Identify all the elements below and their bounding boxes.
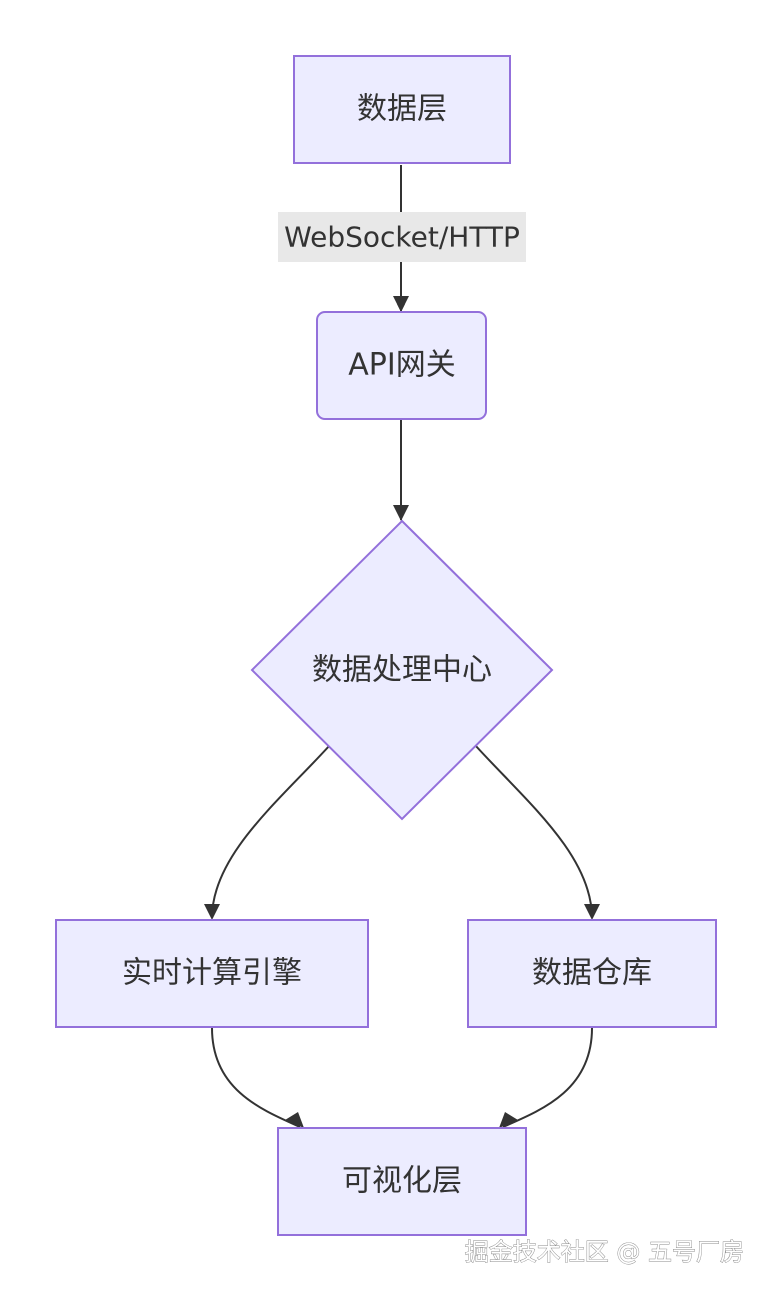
node-api-gateway-label: API网关 [348,348,455,383]
arrowhead-processing-center [393,505,409,521]
node-data-layer[interactable]: 数据层 [293,55,511,164]
edge-label-text: WebSocket/HTTP [284,221,520,254]
node-data-warehouse[interactable]: 数据仓库 [467,919,717,1028]
node-visualization-layer-label: 可视化层 [342,1164,462,1199]
node-data-warehouse-label: 数据仓库 [532,956,652,991]
edge-data-warehouse-to-visualization [502,1027,593,1128]
node-processing-center-label: 数据处理中心 [312,653,492,688]
node-api-gateway[interactable]: API网关 [316,311,487,420]
node-realtime-engine[interactable]: 实时计算引擎 [55,919,369,1028]
edge-realtime-engine-to-visualization [211,1027,301,1128]
edge-processing-center-to-data-warehouse [474,744,593,919]
node-realtime-engine-label: 实时计算引擎 [122,956,302,991]
edge-label-websocket-http: WebSocket/HTTP [278,212,526,262]
arrowhead-visualization-right [499,1112,518,1128]
arrowhead-realtime-engine [204,904,220,920]
node-visualization-layer[interactable]: 可视化层 [277,1127,527,1236]
arrowhead-data-warehouse [584,904,600,920]
node-data-layer-label: 数据层 [357,92,447,127]
arrowhead-api-gateway [393,296,409,312]
arrowhead-visualization-left [285,1112,304,1128]
watermark-text: 掘金技术社区 @ 五号厂房 [465,1238,744,1266]
edge-processing-center-to-realtime-engine [211,744,331,919]
node-processing-center[interactable]: 数据处理中心 [250,519,554,821]
